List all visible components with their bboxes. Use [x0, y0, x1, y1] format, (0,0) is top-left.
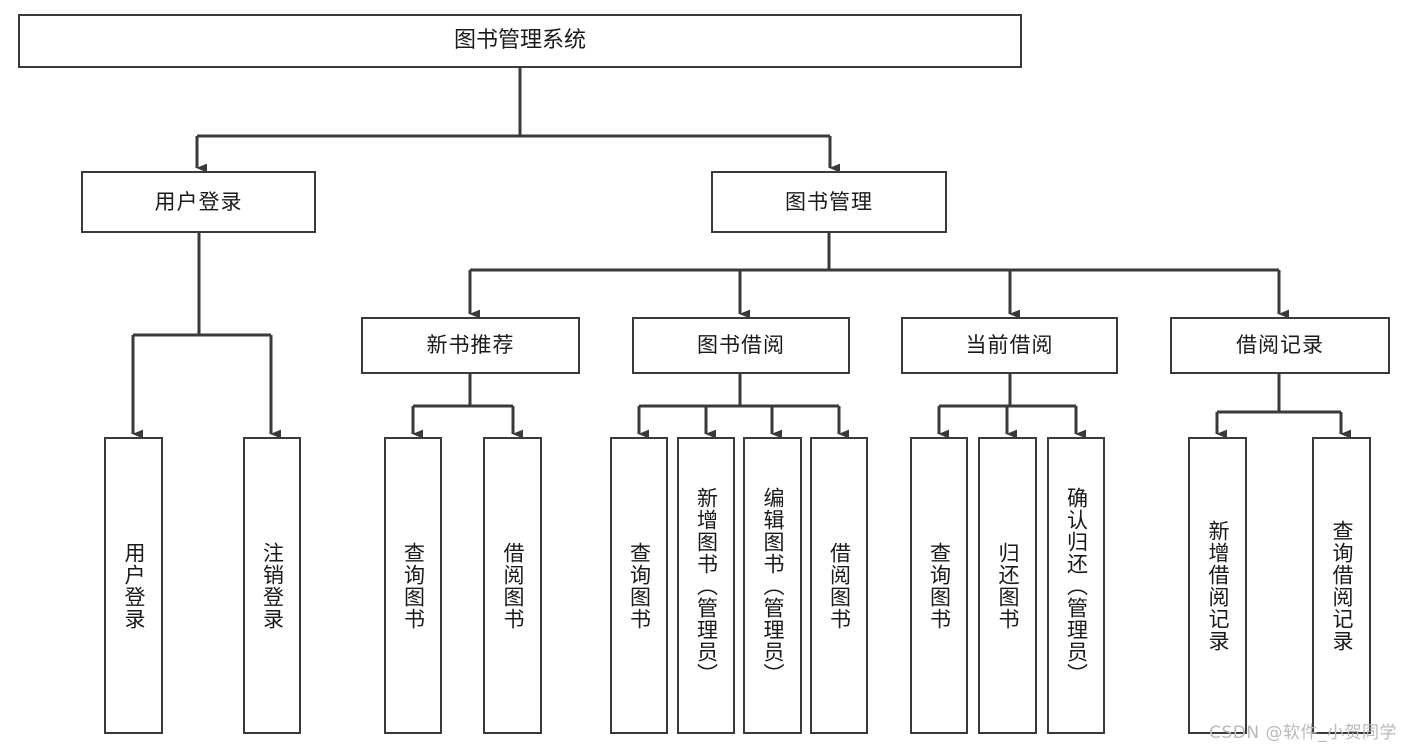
leaf-borrow-record-add-record[interactable]: 新增借阅记录 — [1188, 437, 1247, 734]
node-label: 图书借阅 — [697, 333, 785, 358]
node-label: 查询图书 — [927, 541, 952, 630]
leaf-new-book-borrow-book[interactable]: 借阅图书 — [483, 437, 542, 734]
node-user-login[interactable]: 用户登录 — [81, 171, 316, 233]
node-label: 注销登录 — [260, 541, 285, 630]
leaf-current-borrow-query-book[interactable]: 查询图书 — [910, 437, 968, 734]
node-label: 查询图书 — [627, 541, 652, 630]
leaf-current-borrow-return-book[interactable]: 归还图书 — [978, 437, 1037, 734]
node-label: 新增图书（管理员） — [694, 486, 719, 685]
node-label: 确认归还（管理员） — [1064, 486, 1089, 685]
node-label: 归还图书 — [996, 541, 1020, 630]
node-book-management[interactable]: 图书管理 — [711, 171, 947, 233]
node-label: 用户登录 — [122, 541, 146, 630]
node-label: 新增借阅记录 — [1206, 519, 1230, 652]
node-label: 用户登录 — [154, 189, 243, 214]
node-label: 编辑图书（管理员） — [761, 486, 785, 685]
leaf-book-borrow-query-book[interactable]: 查询图书 — [610, 437, 668, 734]
leaf-borrow-record-query-record[interactable]: 查询借阅记录 — [1312, 437, 1371, 734]
node-label: 查询图书 — [401, 541, 426, 630]
node-label: 借阅图书 — [501, 541, 525, 630]
node-label: 当前借阅 — [965, 333, 1054, 358]
leaf-book-borrow-add-book-admin[interactable]: 新增图书（管理员） — [677, 437, 735, 734]
node-label: 图书管理 — [785, 189, 873, 214]
node-label: 借阅记录 — [1236, 333, 1324, 358]
node-current-borrow[interactable]: 当前借阅 — [901, 317, 1118, 374]
node-label: 借阅图书 — [827, 541, 852, 630]
leaf-user-login-logout[interactable]: 注销登录 — [243, 437, 301, 734]
leaf-current-borrow-confirm-return-admin[interactable]: 确认归还（管理员） — [1047, 437, 1105, 734]
node-label: 查询借阅记录 — [1330, 519, 1354, 652]
node-borrow-record[interactable]: 借阅记录 — [1170, 317, 1390, 374]
leaf-new-book-query-book[interactable]: 查询图书 — [384, 437, 442, 734]
leaf-book-borrow-edit-book-admin[interactable]: 编辑图书（管理员） — [743, 437, 802, 734]
leaf-user-login-login[interactable]: 用户登录 — [104, 437, 163, 734]
node-label: 新书推荐 — [426, 333, 515, 358]
node-root-book-management-system[interactable]: 图书管理系统 — [18, 14, 1022, 68]
node-label: 图书管理系统 — [453, 28, 586, 54]
node-book-borrow[interactable]: 图书借阅 — [632, 317, 850, 374]
leaf-book-borrow-borrow-book[interactable]: 借阅图书 — [810, 437, 868, 734]
node-new-book-recommend[interactable]: 新书推荐 — [361, 317, 580, 374]
